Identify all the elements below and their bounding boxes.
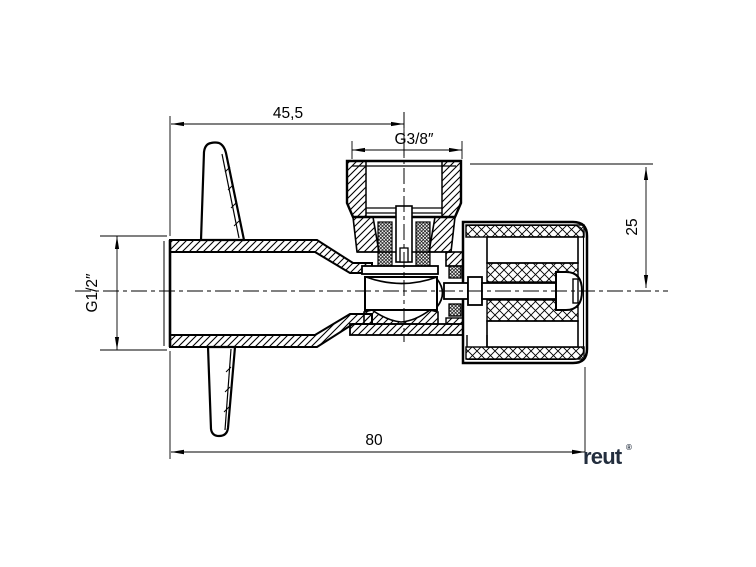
dim-top-width: 45,5 bbox=[169, 105, 405, 236]
dim-outlet-thread: G3/8″ bbox=[351, 131, 463, 159]
dim-axis-to-top: 25 bbox=[470, 163, 653, 288]
dim-label-total-length: 80 bbox=[365, 432, 383, 449]
brand-logo: reut ® bbox=[583, 443, 632, 469]
brand-logo-registered-mark: ® bbox=[626, 443, 632, 452]
dim-label-top-width: 45,5 bbox=[273, 105, 303, 122]
handle-blade-bottom bbox=[206, 345, 237, 438]
handle-blade-top bbox=[199, 141, 246, 242]
dim-label-axis-to-top: 25 bbox=[624, 218, 641, 235]
inlet-pipe bbox=[163, 239, 373, 348]
dim-label-outlet-thread: G3/8″ bbox=[394, 131, 434, 148]
dim-inlet-thread: G1/2″ bbox=[84, 235, 167, 351]
dim-label-inlet-thread: G1/2″ bbox=[84, 273, 101, 313]
brand-logo-text: reut bbox=[583, 444, 623, 469]
dim-total-length: 80 bbox=[169, 351, 586, 459]
